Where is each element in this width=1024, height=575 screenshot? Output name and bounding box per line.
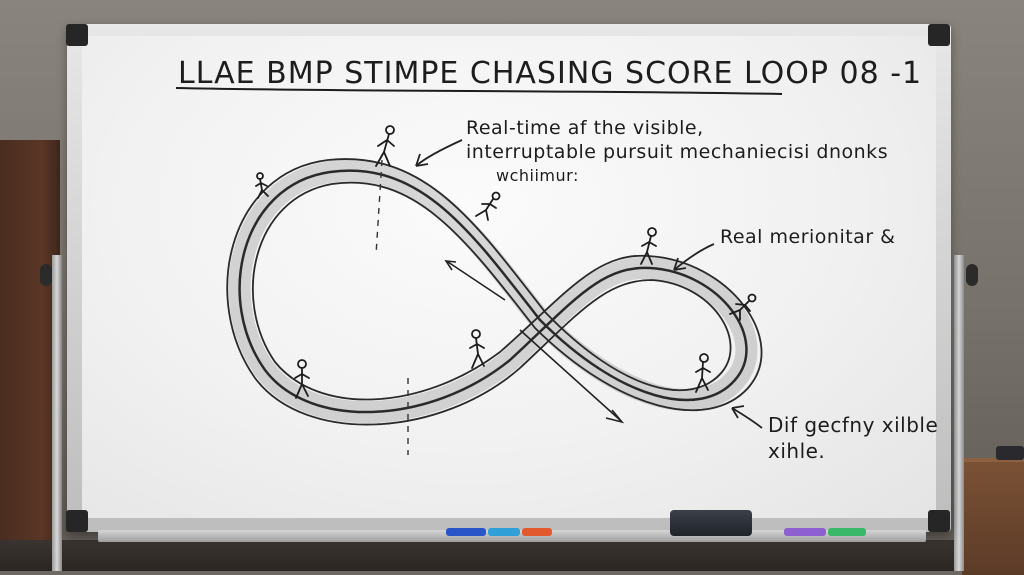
callout-arrow-bottom <box>731 407 763 429</box>
stand-knob-left <box>40 264 52 286</box>
annotation-top-line1: Real-time af the visible, <box>466 117 704 139</box>
stand-leg-left <box>52 255 62 571</box>
runner-figure <box>695 353 711 393</box>
whiteboard-eraser <box>670 510 752 536</box>
frame-corner-top-left <box>66 24 88 46</box>
direction-arrow-lower <box>519 329 621 421</box>
annotation-top-line2: interruptable pursuit mechaniecisi dnonk… <box>466 141 889 163</box>
annotation-bottom-line2: xihle. <box>768 439 826 463</box>
runner-figure <box>375 125 395 167</box>
runner-figure <box>469 329 485 369</box>
annotation-middle: Real merionitar & <box>720 226 896 248</box>
frame-corner-top-right <box>928 24 950 46</box>
orange-marker <box>522 528 552 536</box>
runner-figures <box>255 125 757 399</box>
runner-figure <box>729 293 757 321</box>
whiteboard-surface <box>82 36 936 518</box>
desk <box>962 458 1024 575</box>
purple-marker <box>784 528 826 536</box>
callout-arrow-top <box>415 139 463 167</box>
wooden-door <box>0 140 60 571</box>
stand-leg-right <box>954 255 964 571</box>
arrowhead <box>444 260 457 271</box>
guide-line-top <box>375 159 383 256</box>
annotation-top-line3: wchiimur: <box>496 166 579 185</box>
runner-figure <box>255 172 269 199</box>
whiteboard-title: LLAE BMP STIMPE CHASING SCORE LOOP 08 -1 <box>178 56 923 91</box>
cyan-marker <box>488 528 520 536</box>
annotation-bottom-line1: Dif gecfny xilble <box>768 413 939 437</box>
runner-figure <box>640 227 657 265</box>
figure-eight-track <box>226 158 763 426</box>
arrowhead <box>605 409 625 424</box>
blue-marker <box>446 528 486 536</box>
arrowhead <box>415 153 429 167</box>
green-marker <box>828 528 866 536</box>
annotation-bottom: Dif gecfny xilble xihle. <box>768 412 938 464</box>
callout-arrow-middle <box>673 243 715 271</box>
arrowhead <box>673 257 687 271</box>
frame-corner-bottom-right <box>928 510 950 532</box>
runner-figure <box>294 359 310 399</box>
title-underline <box>175 87 783 95</box>
arrowhead <box>731 405 745 419</box>
desk-object <box>996 446 1024 460</box>
direction-arrow-upper <box>447 261 506 301</box>
frame-corner-bottom-left <box>66 510 88 532</box>
floor <box>0 540 1024 571</box>
runner-figure <box>475 191 501 221</box>
stand-knob-right <box>966 264 978 286</box>
annotation-top: Real-time af the visible, interruptable … <box>466 116 888 188</box>
